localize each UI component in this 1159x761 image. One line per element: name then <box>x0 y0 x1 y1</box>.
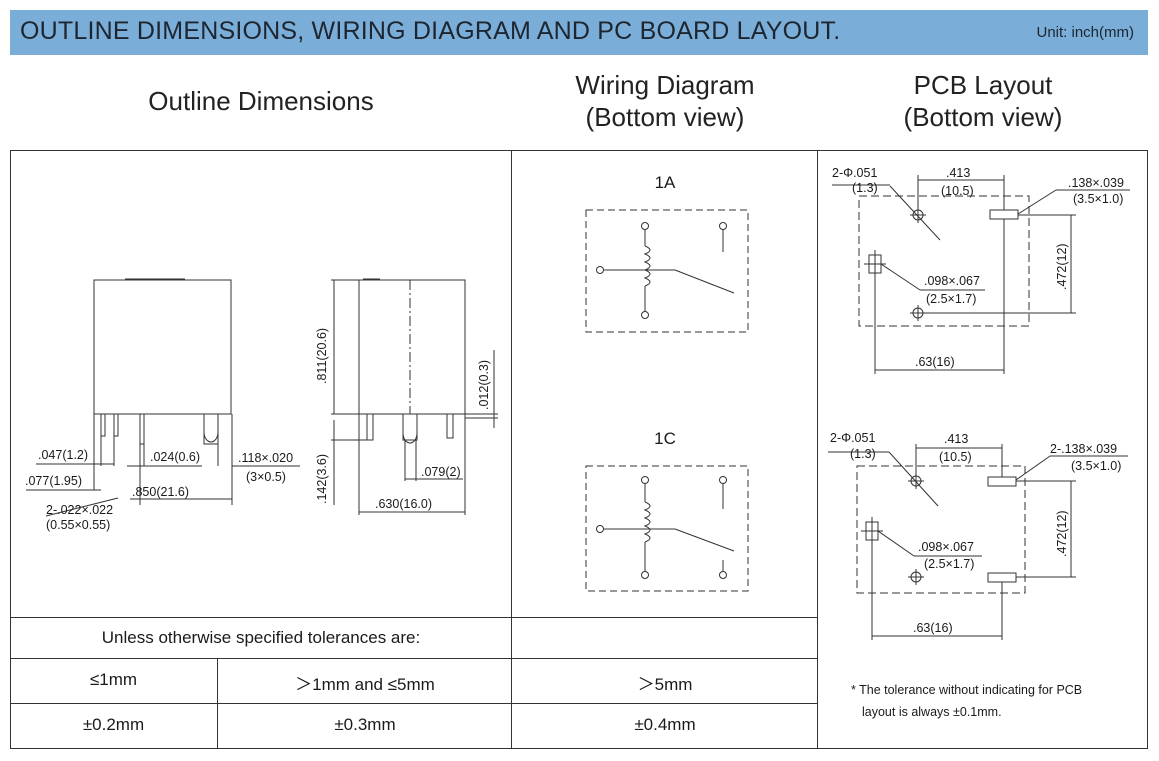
pcb-1a-layout <box>832 175 1130 374</box>
pcb1a-slot: .138×.039 <box>1068 176 1124 190</box>
tolerance-value-3: ±0.4mm <box>634 715 696 734</box>
pcb1c-w413: .413 <box>944 432 968 446</box>
pcb1c-hole-mm: (1.3) <box>850 447 876 461</box>
pcb-1a-labels: 2-Φ.051 (1.3) .413 (10.5) .138×.039 (3.5… <box>832 166 1124 369</box>
dim-850: .850(21.6) <box>132 485 189 499</box>
pcb1a-w413: .413 <box>946 166 970 180</box>
wiring-1a-label: 1A <box>655 173 676 192</box>
title-banner: OUTLINE DIMENSIONS, WIRING DIAGRAM AND P… <box>10 10 1148 55</box>
dim-012: .012(0.3) <box>477 360 491 410</box>
unit-label: Unit: inch(mm) <box>1036 24 1134 41</box>
tolerance-range-1: ≤1mm <box>89 670 138 689</box>
dim-pin-size-mm: (0.55×0.55) <box>46 518 110 532</box>
pcb-header-line2: (Bottom view) <box>903 102 1063 132</box>
dim-047: .047(1.2) <box>38 448 88 462</box>
dim-142: .142(3.6) <box>315 454 329 504</box>
pcb1a-hole-mm: (1.3) <box>852 181 878 195</box>
tolerance-value-2: ±0.3mm <box>334 715 396 734</box>
pcb-1c-labels: 2-Φ.051 (1.3) .413 (10.5) 2-.138×.039 (3… <box>830 431 1121 635</box>
tolerance-caption: Unless otherwise specified tolerances ar… <box>101 628 421 647</box>
pcb1c-w63: .63(16) <box>913 621 953 635</box>
pcb1a-w63: .63(16) <box>915 355 955 369</box>
dim-811: .811(20.6) <box>315 328 329 384</box>
pcb1a-hole: 2-Φ.051 <box>832 166 877 180</box>
wiring-labels: 1A 1C <box>654 173 676 448</box>
wiring-1c-label: 1C <box>654 429 676 448</box>
pcb1c-slot: 2-.138×.039 <box>1050 442 1117 456</box>
pcb1c-rect-mm: (2.5×1.7) <box>924 557 974 571</box>
dim-024: .024(0.6) <box>150 450 200 464</box>
pcb-tolerance-note: * The tolerance without indicating for P… <box>851 679 1082 723</box>
pcb1c-w413-mm: (10.5) <box>939 450 972 464</box>
table-col-divider-1 <box>217 658 218 749</box>
table-top-line <box>10 617 818 618</box>
dim-118: .118×.020 <box>238 451 293 465</box>
pcb1c-slot-mm: (3.5×1.0) <box>1071 459 1121 473</box>
divider-wiring-pcb <box>817 150 818 749</box>
dim-079: .079(2) <box>421 465 461 479</box>
wiring-header-line1: Wiring Diagram <box>575 70 755 100</box>
wiring-header: Wiring Diagram (Bottom view) <box>512 69 818 133</box>
drawing-frame <box>10 150 1148 749</box>
wiring-1c-diagram <box>585 465 749 592</box>
dim-077: .077(1.95) <box>25 474 82 488</box>
table-row-line <box>10 703 818 704</box>
outline-dimension-labels: .047(1.2) .077(1.95) .024(0.6) .850(21.6… <box>25 328 491 532</box>
banner-title: OUTLINE DIMENSIONS, WIRING DIAGRAM AND P… <box>20 17 841 45</box>
pcb1c-hole: 2-Φ.051 <box>830 431 875 445</box>
pcb1a-slot-mm: (3.5×1.0) <box>1073 192 1123 206</box>
pcb-header: PCB Layout (Bottom view) <box>818 69 1148 133</box>
pcb1a-w413-mm: (10.5) <box>941 184 974 198</box>
pcb1c-rect: .098×.067 <box>918 540 974 554</box>
pcb-note-line1: * The tolerance without indicating for P… <box>851 683 1083 697</box>
dim-630: .630(16.0) <box>375 497 432 511</box>
pcb1a-h472: .472(12) <box>1055 243 1069 290</box>
pcb1a-rect-mm: (2.5×1.7) <box>926 292 976 306</box>
divider-outline-wiring <box>511 150 512 749</box>
relay-front-view <box>26 278 300 517</box>
tolerance-range-3: ＞5mm <box>637 675 693 694</box>
tolerance-range-2: ＞1mm and ≤5mm <box>295 675 435 694</box>
pcb-1c-layout <box>828 444 1128 640</box>
dim-3x05: (3×0.5) <box>246 470 286 484</box>
wiring-1a-diagram <box>585 209 749 333</box>
table-header-line <box>10 658 818 659</box>
wiring-header-line2: (Bottom view) <box>585 102 745 132</box>
pcb-header-line1: PCB Layout <box>913 70 1053 100</box>
tolerance-value-1: ±0.2mm <box>82 715 145 734</box>
dim-pin-size: 2-.022×.022 <box>46 503 113 517</box>
outline-header: Outline Dimensions <box>148 86 374 116</box>
pcb-note-line2: layout is always ±0.1mm. <box>862 705 1002 719</box>
pcb1a-rect: .098×.067 <box>924 274 980 288</box>
relay-side-view <box>331 278 498 515</box>
pcb1c-h472: .472(12) <box>1055 510 1069 557</box>
